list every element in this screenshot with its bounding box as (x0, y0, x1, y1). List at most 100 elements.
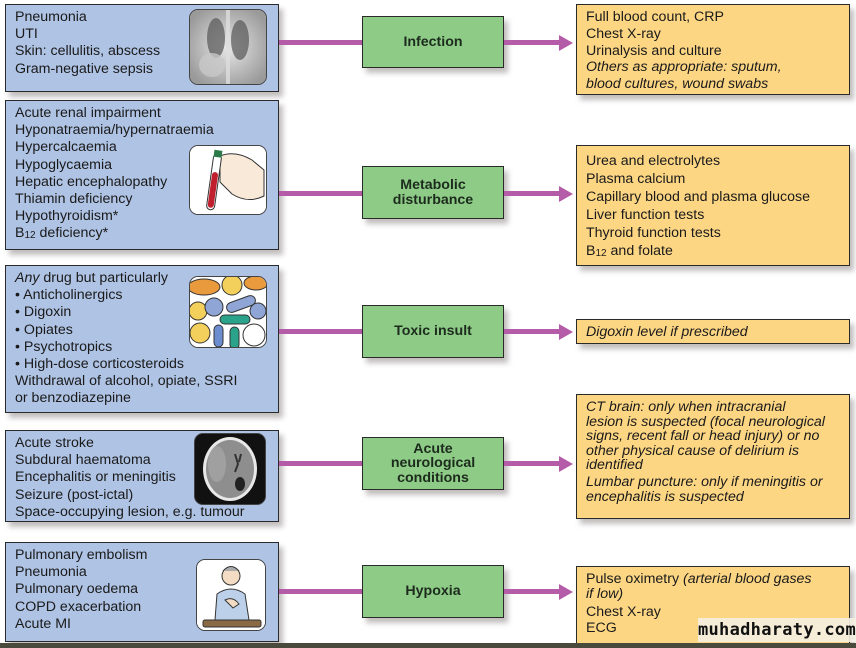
cause-item: or benzodiazepine (15, 390, 131, 407)
bullet-icon: • (15, 287, 20, 304)
investigation-item: other physical cause of delirium is (586, 442, 799, 459)
investigation-item: Full blood count, CRP (586, 9, 725, 25)
investigation-item: blood cultures, wound swabs (586, 76, 769, 93)
inv-italic: (arterial blood gases (682, 571, 812, 587)
bullet-item: • Psychotropics (15, 339, 278, 356)
bullet-icon: • (15, 304, 20, 321)
cause-item: Hypercalcaemia (15, 139, 117, 156)
investigation-item: encephalitis is suspected (586, 488, 744, 505)
cause-item: Acute stroke (15, 435, 94, 451)
investigation-item: identified (586, 457, 643, 474)
investigation-item: if low) (586, 585, 624, 602)
category-box-neurological: Acute neurological conditions (362, 437, 504, 490)
category-label: Toxic insult (394, 323, 472, 339)
b12-prefix: B (586, 243, 596, 259)
category-label: disturbance (392, 191, 474, 208)
cause-item: Skin: cellulitis, abscess (15, 43, 161, 60)
investigation-item: Capillary blood and plasma glucose (586, 189, 810, 205)
cause-box-hypoxia: Pulmonary embolism Pneumonia Pulmonary o… (5, 542, 279, 642)
investigation-item: Urea and electrolytes (586, 153, 721, 169)
bullet-text: Digoxin (23, 304, 72, 321)
bullet-text: Anticholinergics (23, 287, 123, 304)
investigation-item: Plasma calcium (586, 171, 686, 187)
connector-line (279, 329, 363, 334)
investigation-item: CT brain: only when intracranial (586, 399, 786, 415)
arrow-shaft (504, 191, 560, 196)
intro-italic: Any (15, 270, 40, 286)
bullet-icon: • (15, 356, 20, 373)
cause-item: Hyponatraemia/hypernatraemia (15, 122, 214, 139)
ct-brain-image (194, 433, 266, 505)
category-box-hypoxia: Hypoxia (362, 565, 504, 618)
investigation-item-pulse-oximetry: Pulse oximetry (arterial blood gases (586, 571, 849, 588)
investigation-item: Lumbar puncture: only if meningitis or (586, 473, 823, 490)
arrow-head-icon (559, 584, 573, 600)
blood-tube-image (189, 145, 267, 215)
b12-suffix: deficiency* (35, 225, 109, 242)
connector-line (279, 461, 363, 466)
bullet-item: • High-dose corticosteroids (15, 356, 278, 373)
bullet-item: • Anticholinergics (15, 287, 278, 304)
cause-item: Hypothyroidism* (15, 208, 119, 225)
bullet-text: High-dose corticosteroids (23, 356, 184, 373)
bullet-item: • Opiates (15, 322, 278, 339)
investigation-item: signs, recent fall or head injury) or no (586, 428, 820, 445)
cause-item: Pneumonia (15, 9, 87, 25)
inv-plain: Pulse oximetry (586, 571, 683, 587)
investigation-item: ECG (586, 620, 617, 636)
cause-item: Subdural haematoma (15, 452, 151, 469)
arrow-head-icon (559, 35, 573, 51)
b12-subscript: 12 (595, 248, 607, 259)
category-label: Infection (403, 33, 463, 50)
bullet-item: • Digoxin (15, 304, 278, 321)
man-clutching-chest-image (196, 559, 266, 631)
category-box-infection: Infection (362, 16, 504, 68)
cause-box-neurological: Acute stroke Subdural haematoma Encephal… (5, 430, 279, 522)
cause-item: Space-occupying lesion, e.g. tumour (15, 503, 245, 520)
investigation-box-infection: Full blood count, CRP Chest X-ray Urinal… (576, 4, 850, 95)
cause-item: Acute MI (15, 615, 71, 632)
investigation-item: Others as appropriate: sputum, (586, 59, 782, 76)
investigation-item: Liver function tests (586, 207, 705, 223)
cause-item: Withdrawal of alcohol, opiate, SSRI (15, 373, 238, 390)
cause-item: Pulmonary embolism (15, 547, 148, 563)
connector-line (279, 40, 363, 45)
cause-item: Pneumonia (15, 564, 87, 581)
bullet-text: Opiates (23, 321, 73, 338)
cause-item: Pulmonary oedema (15, 581, 139, 598)
arrow-head-icon (559, 186, 573, 202)
category-box-metabolic: Metabolic disturbance (362, 166, 504, 219)
bullet-icon: • (15, 321, 20, 338)
category-label: Metabolic (400, 176, 466, 193)
category-box-toxic: Toxic insult (362, 305, 504, 358)
investigation-item: Chest X-ray (586, 25, 661, 42)
investigation-item: lesion is suspected (focal neurological (586, 413, 825, 430)
investigation-item: Chest X-ray (586, 603, 661, 620)
investigation-box-toxic: Digoxin level if prescribed (576, 319, 850, 344)
cause-item: Encephalitis or meningitis (15, 469, 176, 486)
chest-xray-image (189, 9, 267, 85)
arrow-shaft (504, 329, 560, 334)
b12-subscript: 12 (24, 230, 36, 242)
cause-box-metabolic: Acute renal impairment Hyponatraemia/hyp… (5, 100, 279, 250)
cause-item: Acute renal impairment (15, 105, 161, 121)
watermark: muhadharaty.com (697, 618, 856, 642)
category-label: Acute (413, 440, 453, 457)
cause-intro: Any drug but particularly (15, 270, 278, 287)
intro-rest: drug but particularly (39, 270, 168, 286)
arrow-head-icon (559, 456, 573, 472)
bullet-text: Psychotropics (23, 338, 113, 355)
cause-item: UTI (15, 26, 38, 43)
pills-image (189, 276, 267, 348)
arrow-shaft (504, 589, 560, 594)
category-label: Hypoxia (405, 583, 461, 599)
investigation-item: Digoxin level if prescribed (586, 324, 748, 340)
cause-item: COPD exacerbation (15, 598, 142, 615)
cause-item: Seizure (post-ictal) (15, 486, 134, 503)
investigation-box-neurological: CT brain: only when intracranial lesion … (576, 394, 850, 519)
investigation-box-metabolic: Urea and electrolytes Plasma calcium Cap… (576, 145, 850, 266)
b12-suffix: and folate (606, 243, 673, 259)
cause-item: Hypoglycaemia (15, 156, 112, 173)
category-label: neurological (390, 455, 476, 472)
cause-item: Gram-negative sepsis (15, 60, 153, 77)
